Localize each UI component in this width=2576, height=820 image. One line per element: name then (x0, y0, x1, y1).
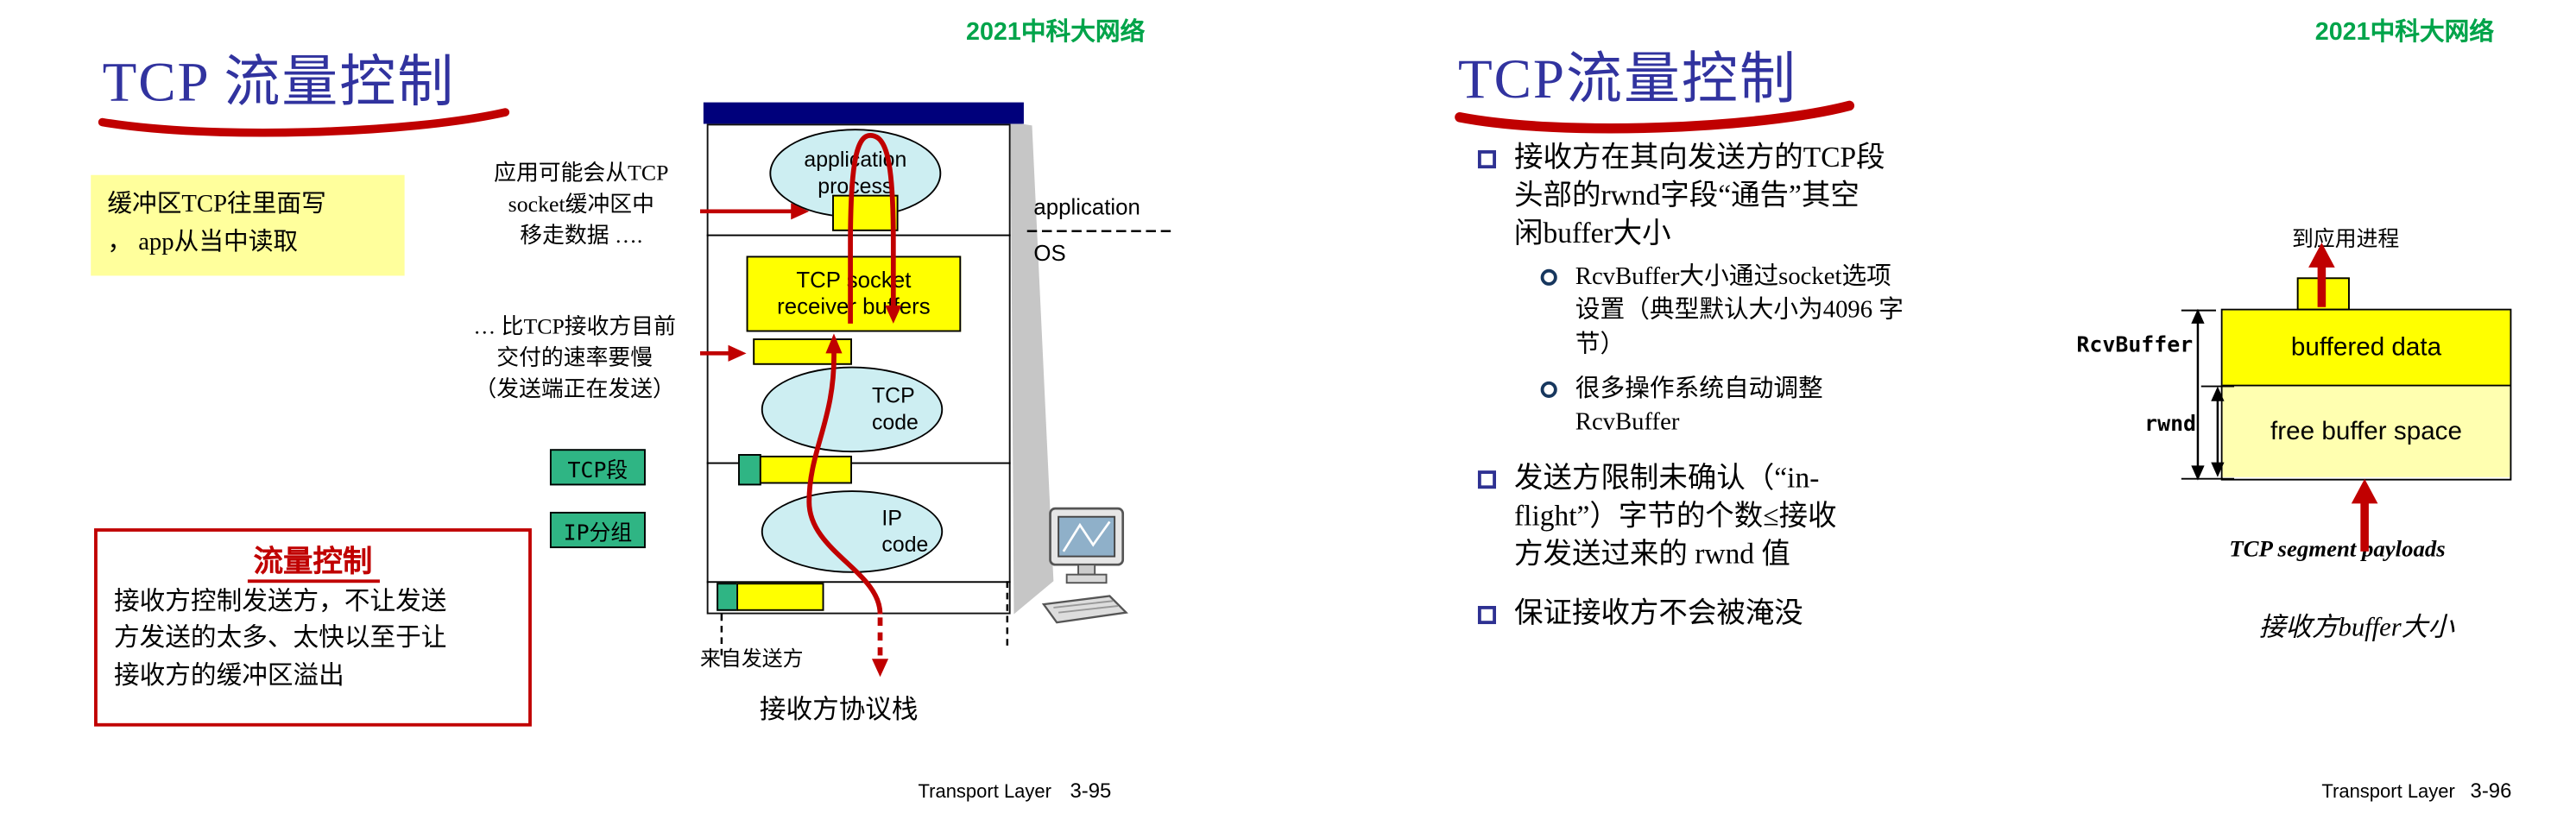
bullet-text: RcvBuffer大小通过socket选项 设置（典型默认大小为4096 字 节… (1575, 264, 1904, 358)
page-number: 3-95 (1070, 779, 1112, 803)
bullet-item: 保证接收方不会被淹没 (1477, 595, 2023, 633)
buffer-outlet-box (2296, 277, 2350, 311)
flow-control-box: 流量控制 接收方控制发送方，不让发送 方发送的太多、太快以至于让 接收方的缓冲区… (94, 528, 532, 727)
segment-header-bar (738, 454, 761, 486)
application-side-label: application (1033, 194, 1140, 220)
segment-payloads-label: TCP segment payloads (2229, 538, 2446, 564)
bullet-item: 发送方限制未确认（“in- flight”）字节的个数≤接收 方发送过来的 rw… (1477, 459, 2023, 574)
bullet-text: 接收方在其向发送方的TCP段 头部的rwnd字段“通告”其空 闲buffer大小 (1514, 140, 1885, 250)
bullet-square-icon (1477, 470, 1496, 489)
computer-icon (1041, 507, 1128, 624)
segment-payload-bar (759, 455, 853, 484)
data-bar (753, 338, 853, 365)
bullet-text: 很多操作系统自动调整 RcvBuffer (1575, 376, 1823, 437)
rwnd-label: rwnd (2144, 413, 2197, 438)
bullet-square-icon (1477, 605, 1496, 625)
tcp-segment-tag: TCP段 (549, 449, 646, 486)
stack-top-bar (703, 102, 1024, 124)
from-sender-label: 来自发送方 (700, 647, 804, 671)
free-buffer-region: free buffer space (2222, 386, 2510, 477)
os-side-label: OS (1033, 241, 1066, 266)
packet-payload-bar (736, 583, 824, 611)
bullet-text: 发送方限制未确认（“in- flight”）字节的个数≤接收 方发送过来的 rw… (1514, 460, 1837, 571)
packet-header-bar (717, 583, 739, 611)
socket-door-box (832, 194, 899, 231)
tcp-code-label: TCP code (871, 382, 919, 434)
socket-buffer-box: TCP socket receiver buffers (746, 255, 962, 332)
socket-buffer-label: TCP socket receiver buffers (777, 267, 931, 319)
annotation-app-reads: 应用可能会从TCP socket缓冲区中 移走数据 …. (494, 160, 669, 249)
title-underline-stroke (1455, 100, 1855, 134)
bullet-circle-icon (1540, 381, 1557, 398)
bullet-circle-icon (1540, 268, 1557, 286)
buffered-data-region: buffered data (2222, 310, 2510, 387)
course-header: 2021中科大网络 (965, 18, 1146, 47)
bullet-text: 保证接收方不会被淹没 (1514, 596, 1803, 629)
page-title: TCP流量控制 (1458, 49, 1797, 111)
rcvbuffer-label: RcvBuffer (2076, 333, 2194, 359)
flow-control-body: 接收方控制发送方，不让发送 方发送的太多、太快以至于让 接收方的缓冲区溢出 (113, 587, 447, 691)
annotation-slower-rate: … 比TCP接收方目前 交付的速率要慢 （发送端正在发送） (473, 313, 676, 402)
ip-packet-tag: IP分组 (549, 511, 646, 549)
page-number: 3-96 (2470, 779, 2512, 803)
page-title: TCP 流量控制 (102, 53, 456, 114)
stack-caption: 接收方协议栈 (759, 697, 919, 725)
layer-divider (706, 234, 1011, 237)
bullet-item: 接收方在其向发送方的TCP段 头部的rwnd字段“通告”其空 闲buffer大小 (1477, 139, 2023, 254)
footer-label: Transport Layer (918, 782, 1051, 803)
bullet-item: RcvBuffer大小通过socket选项 设置（典型默认大小为4096 字 节… (1540, 261, 2028, 362)
bullet-square-icon (1477, 150, 1496, 169)
flow-control-title: 流量控制 (98, 539, 528, 583)
course-header: 2021中科大网络 (2314, 18, 2495, 47)
bullet-item: 很多操作系统自动调整 RcvBuffer (1540, 373, 2028, 440)
receive-buffer-box: buffered data free buffer space (2220, 308, 2512, 481)
ip-code-label: IP code (881, 505, 929, 556)
buffer-size-caption: 接收方buffer大小 (2258, 614, 2454, 643)
application-process-label: application process (804, 148, 907, 199)
footer-label: Transport Layer (2321, 782, 2455, 803)
to-application-label: 到应用进程 (2291, 226, 2400, 251)
note-box: 缓冲区TCP往里面写 ， app从当中读取 (91, 174, 405, 275)
title-underline-stroke (98, 108, 510, 137)
